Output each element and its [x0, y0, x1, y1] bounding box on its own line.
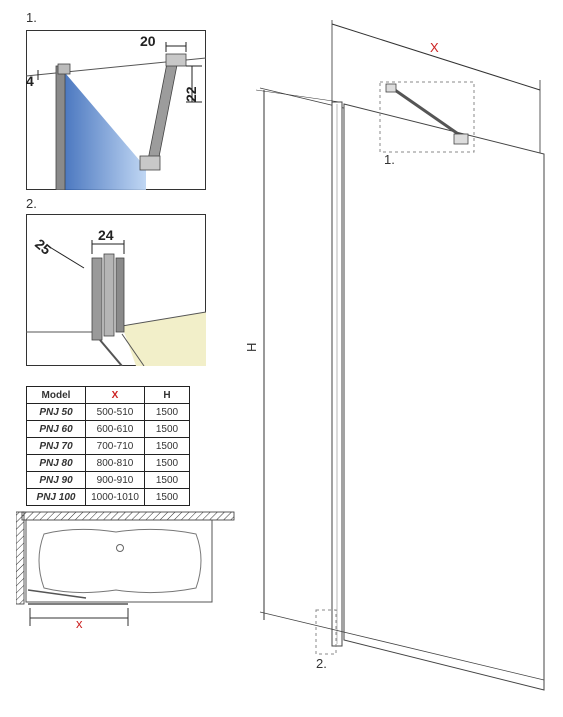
bathtub-basin — [38, 528, 202, 594]
wall-top — [21, 511, 235, 521]
header-model: Model — [26, 386, 86, 404]
table-row: PNJ 50 500-510 1500 — [26, 403, 190, 421]
profile-cap — [57, 63, 71, 75]
dim-20: 20 — [140, 33, 156, 49]
main-drawing: X H 1. 2. — [244, 20, 545, 691]
wall-bracket — [165, 53, 187, 67]
cell-model: PNJ 90 — [26, 471, 86, 489]
glass-panel — [59, 74, 146, 190]
cell-model: PNJ 100 — [26, 488, 86, 506]
detail-2-label: 2. — [26, 196, 37, 211]
main-x-label: X — [430, 40, 439, 55]
callout-box-2 — [315, 609, 337, 655]
profile-right — [115, 257, 125, 333]
cell-model: PNJ 70 — [26, 437, 86, 455]
cell-x: 800-810 — [85, 454, 145, 472]
table-header-row: Model X H — [26, 386, 190, 404]
main-h-label: H — [244, 343, 259, 352]
x-dimension-line — [331, 23, 541, 91]
callout-box-1 — [379, 81, 475, 153]
cell-x: 700-710 — [85, 437, 145, 455]
cell-h: 1500 — [144, 471, 190, 489]
table-row: PNJ 70 700-710 1500 — [26, 437, 190, 455]
detail-1-label: 1. — [26, 10, 37, 25]
table-row: PNJ 100 1000-1010 1500 — [26, 488, 190, 506]
main-glass-panel — [343, 103, 545, 691]
table-row: PNJ 80 800-810 1500 — [26, 454, 190, 472]
cell-h: 1500 — [144, 437, 190, 455]
table-row: PNJ 90 900-910 1500 — [26, 471, 190, 489]
cell-h: 1500 — [144, 488, 190, 506]
glass-plan — [27, 589, 87, 599]
callout-label-1: 1. — [384, 152, 395, 167]
spec-table: Model X H PNJ 50 500-510 1500 PNJ 60 600… — [26, 386, 190, 506]
plan-view: x — [16, 511, 235, 631]
header-x: X — [85, 386, 145, 404]
cell-model: PNJ 50 — [26, 403, 86, 421]
main-support-arm — [391, 86, 465, 140]
cell-x: 600-610 — [85, 420, 145, 438]
cell-x: 900-910 — [85, 471, 145, 489]
cell-h: 1500 — [144, 420, 190, 438]
cell-h: 1500 — [144, 403, 190, 421]
dim-4: 4 — [26, 73, 34, 89]
profile-mid — [103, 253, 115, 337]
cell-model: PNJ 60 — [26, 420, 86, 438]
table-row: PNJ 60 600-610 1500 — [26, 420, 190, 438]
cell-x: 1000-1010 — [85, 488, 145, 506]
drain — [116, 544, 124, 552]
detail-1-drawing: 20 4 22 — [26, 30, 206, 190]
wall-profile — [55, 65, 66, 190]
profile-left — [91, 257, 103, 341]
cell-x: 500-510 — [85, 403, 145, 421]
callout-label-2: 2. — [316, 656, 327, 671]
detail-2-drawing: 24 25 — [26, 214, 206, 366]
floor — [122, 312, 206, 366]
glass-clamp — [139, 155, 161, 171]
dim-24: 24 — [98, 227, 114, 243]
header-h: H — [144, 386, 190, 404]
cell-model: PNJ 80 — [26, 454, 86, 472]
dim-22: 22 — [183, 86, 199, 102]
plan-x-label: x — [76, 616, 83, 631]
wall-left — [16, 511, 25, 605]
cell-h: 1500 — [144, 454, 190, 472]
